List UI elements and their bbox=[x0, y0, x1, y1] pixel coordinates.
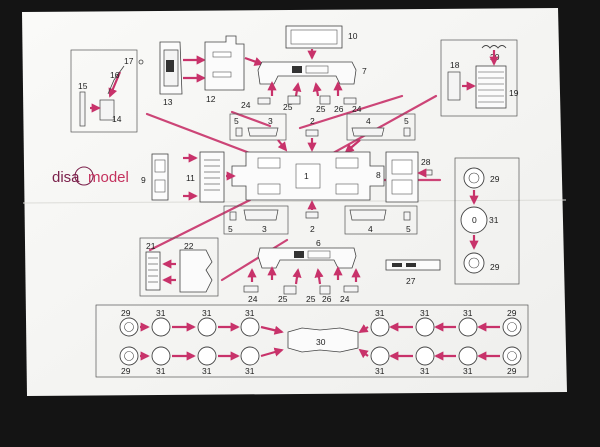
part-number-29-bottom-left-bottom: 29 bbox=[121, 366, 131, 376]
part-8: 8 bbox=[376, 151, 419, 203]
part-number-31: 31 bbox=[245, 308, 255, 318]
part-number-2-lower: 2 bbox=[310, 224, 315, 234]
part-number-25-bottom: 25 bbox=[278, 294, 288, 304]
part-number-31: 31 bbox=[202, 308, 212, 318]
part-9: 9 bbox=[141, 153, 169, 201]
part-number-5-upper-left: 5 bbox=[234, 116, 239, 126]
part-number-2-upper: 2 bbox=[310, 116, 315, 126]
part-number-31: 31 bbox=[420, 308, 430, 318]
part-number-29-bottom-right-bottom: 29 bbox=[507, 366, 517, 376]
part-10: 10 bbox=[285, 25, 358, 49]
part-number-11: 11 bbox=[186, 173, 195, 183]
part-number-29-right-top: 29 bbox=[490, 174, 500, 184]
part-number-31: 31 bbox=[245, 366, 255, 376]
svg-text:0: 0 bbox=[472, 215, 477, 225]
part-number-4-upper: 4 bbox=[366, 116, 371, 126]
part-number-7: 7 bbox=[362, 66, 367, 76]
part-number-12: 12 bbox=[206, 94, 216, 104]
part-number-5-lower-left: 5 bbox=[228, 224, 233, 234]
part-number-3-lower: 3 bbox=[262, 224, 267, 234]
part-3-lower: 3 5 bbox=[223, 205, 289, 235]
part-number-25-top-right: 25 bbox=[316, 104, 326, 114]
part-number-31: 31 bbox=[375, 308, 385, 318]
part-4-upper: 4 5 bbox=[346, 113, 416, 141]
part-number-15: 15 bbox=[78, 81, 88, 91]
part-number-25-bottom-right: 25 bbox=[306, 294, 316, 304]
part-number-19: 19 bbox=[509, 88, 519, 98]
part-number-22: 22 bbox=[184, 241, 194, 251]
part-number-8: 8 bbox=[376, 170, 381, 180]
part-number-17: 17 bbox=[124, 56, 134, 66]
part-number-24-top-left: 24 bbox=[241, 100, 251, 110]
part-number-25-top: 25 bbox=[283, 102, 293, 112]
small-parts-top-row: 24 25 25 26 24 bbox=[241, 95, 362, 114]
part-number-6: 6 bbox=[316, 238, 321, 248]
part-11: 11 bbox=[186, 151, 225, 203]
part-number-16: 16 bbox=[110, 70, 120, 80]
part-27: 27 bbox=[385, 259, 441, 286]
bottom-wheel-strip: 29 29 31 31 31 31 31 31 30 bbox=[95, 304, 529, 378]
part-number-31: 31 bbox=[202, 366, 212, 376]
part-number-4-lower: 4 bbox=[368, 224, 373, 234]
small-parts-bottom-row: 24 25 25 26 24 bbox=[243, 285, 359, 304]
part-number-29-right-bottom: 29 bbox=[490, 262, 500, 272]
detail-box-21-22: 21 22 bbox=[139, 237, 219, 297]
part-number-18: 18 bbox=[450, 60, 460, 70]
part-1-chassis: 1 bbox=[231, 151, 385, 201]
detail-box-29-31: 29 0 31 29 bbox=[454, 157, 520, 285]
part-13-grille: 13 bbox=[159, 41, 183, 107]
part-number-24-bottom-right: 24 bbox=[340, 294, 350, 304]
part-number-31: 31 bbox=[156, 308, 166, 318]
part-number-24-top-right: 24 bbox=[352, 104, 362, 114]
detail-box-14-17: 15 16 17 14 bbox=[70, 49, 144, 133]
part-number-31: 31 bbox=[420, 366, 430, 376]
part-number-3-upper: 3 bbox=[268, 116, 273, 126]
part-7-front-body: 7 bbox=[257, 61, 367, 85]
part-number-31: 31 bbox=[375, 366, 385, 376]
detail-box-18-20: 18 20 19 bbox=[440, 39, 519, 117]
part-number-26-bottom: 26 bbox=[322, 294, 332, 304]
part-number-14: 14 bbox=[112, 114, 122, 124]
part-3-upper: 3 5 bbox=[229, 113, 287, 141]
part-number-31-right: 31 bbox=[489, 215, 499, 225]
part-number-10: 10 bbox=[348, 31, 358, 41]
part-number-31: 31 bbox=[156, 366, 166, 376]
brand-name-part1: disa bbox=[52, 169, 80, 186]
brand-name-part2: model bbox=[88, 169, 129, 186]
part-number-31: 31 bbox=[463, 366, 473, 376]
brand-logo: disa model bbox=[52, 166, 129, 186]
part-number-1: 1 bbox=[304, 171, 309, 181]
part-number-5-upper-right: 5 bbox=[404, 116, 409, 126]
part-number-26-top: 26 bbox=[334, 104, 344, 114]
part-4-lower: 4 5 bbox=[344, 205, 418, 235]
part-number-9: 9 bbox=[141, 175, 146, 185]
part-6-rear-body: 6 bbox=[257, 238, 357, 269]
part-number-27: 27 bbox=[406, 276, 416, 286]
part-number-29-bottom-right-top: 29 bbox=[507, 308, 517, 318]
part-number-29-bottom-left-top: 29 bbox=[121, 308, 131, 318]
part-number-5-lower-right: 5 bbox=[406, 224, 411, 234]
part-number-28: 28 bbox=[421, 157, 431, 167]
part-number-21: 21 bbox=[146, 241, 156, 251]
part-number-13: 13 bbox=[163, 97, 173, 107]
part-number-24-bottom-left: 24 bbox=[248, 294, 258, 304]
part-number-31: 31 bbox=[463, 308, 473, 318]
part-12: 12 bbox=[204, 35, 245, 104]
part-number-30: 30 bbox=[316, 337, 326, 347]
